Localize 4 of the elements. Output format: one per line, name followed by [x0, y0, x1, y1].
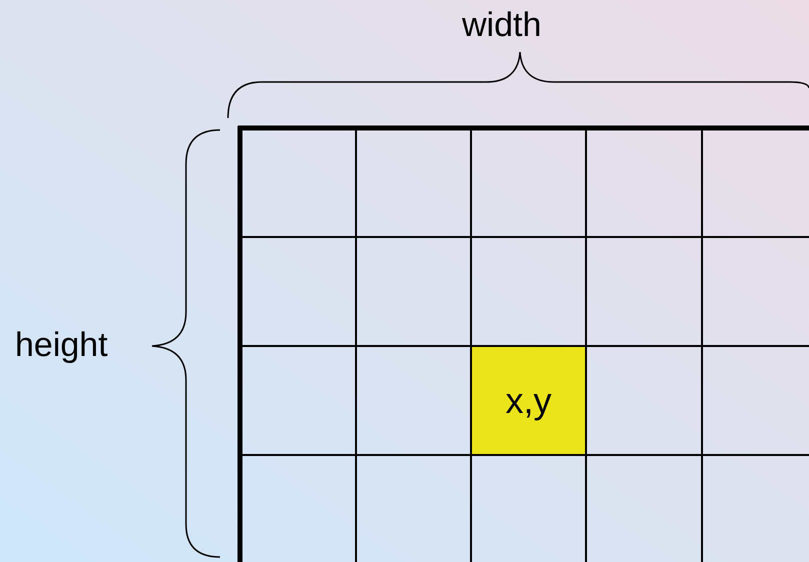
dimension-label: width	[462, 8, 542, 42]
dimension-label: height	[15, 328, 108, 362]
highlighted-cell	[472, 347, 585, 454]
coordinate-label: x,y	[505, 382, 552, 418]
